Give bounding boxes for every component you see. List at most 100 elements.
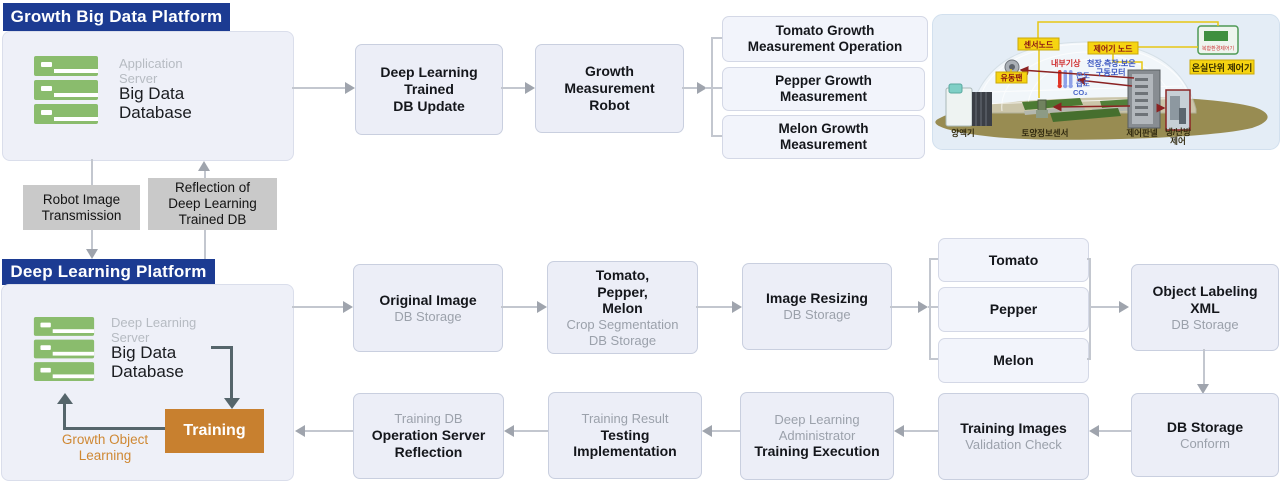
deep-learning-server-label: Deep Learning Server	[111, 315, 197, 345]
testing-subtitle: Training Result	[581, 410, 669, 426]
image-resizing-subtitle: DB Storage	[783, 307, 851, 323]
robot-image-transmission-label: Robot Image Transmission	[23, 185, 140, 230]
arrow-down-icon	[224, 398, 240, 409]
big-data-database-label: Big Data Database	[119, 84, 192, 123]
transfer-line	[91, 159, 93, 185]
arrow-right-icon	[537, 301, 547, 313]
flow-fan-icon	[1004, 59, 1020, 75]
arrow-right-icon	[918, 301, 928, 313]
flow-line	[514, 430, 548, 432]
flow-line	[682, 87, 697, 89]
branch-line	[705, 87, 722, 89]
melon-measurement-box: Melon Growth Measurement	[722, 115, 925, 159]
yellow-tags: 센서노드 제어기 노드 유동팬 온실단위 제어기	[995, 37, 1255, 84]
hvac-photo	[1165, 89, 1191, 131]
flow-line	[1203, 349, 1205, 385]
growth-platform-header: Growth Big Data Platform	[3, 3, 230, 31]
big-data-database-label: Big Data Database	[111, 343, 184, 382]
controller-node-tag: 제어기 노드	[1093, 44, 1133, 54]
flow-fan-tag: 유동팬	[1000, 73, 1022, 83]
hvac-label-line1: 냉/난방	[1165, 127, 1191, 137]
motor-label-line2: 구동모터	[1096, 67, 1125, 77]
growth-object-learning-label: Growth Object Learning	[61, 432, 149, 464]
unit-controller-device: 복합환경제어기	[1197, 25, 1239, 55]
deep-learning-platform-header: Deep Learning Platform	[2, 259, 215, 285]
motor-label-line1: 천장.측장.보온	[1087, 58, 1136, 68]
training-images-subtitle: Validation Check	[965, 437, 1062, 453]
tomato-measurement-label: Tomato Growth Measurement Operation	[747, 22, 903, 54]
original-image-subtitle: DB Storage	[394, 308, 462, 324]
object-labeling-box: Object Labeling XML DB Storage	[1131, 264, 1279, 351]
measurement-robot-box: Growth Measurement Robot	[535, 44, 684, 133]
flow-line	[501, 87, 525, 89]
testing-title: Testing Implementation	[573, 426, 677, 460]
greenhouse-illustration: 복합환경제어기 센서노드 제어기 노드 유동팬 온실단위 제어기 내부기상 천장…	[932, 14, 1280, 150]
branch-line	[1087, 358, 1091, 360]
soil-sensor-icon	[1036, 99, 1048, 118]
db-update-box: Deep Learning Trained DB Update	[355, 44, 503, 135]
pepper-box: Pepper	[938, 287, 1089, 332]
tomato-measurement-box: Tomato Growth Measurement Operation	[722, 16, 928, 62]
transfer-line	[204, 230, 206, 259]
db-storage-conform-box: DB Storage Conform	[1131, 393, 1279, 477]
application-server-label: Application Server	[119, 56, 183, 86]
db-storage-conform-subtitle: Conform	[1180, 435, 1230, 451]
training-loop-line	[63, 427, 165, 430]
training-images-box: Training Images Validation Check	[938, 393, 1089, 480]
control-arrows	[1019, 66, 1166, 113]
measurement-robot-label: Growth Measurement Robot	[564, 63, 655, 113]
flow-line	[501, 306, 537, 308]
crop-segmentation-box: Tomato, Pepper, Melon Crop Segmentation …	[547, 261, 698, 354]
arrow-left-icon	[702, 425, 712, 437]
nutrient-machine	[945, 83, 992, 127]
arrow-right-icon	[525, 82, 535, 94]
reflection-title: Operation Server Reflection	[371, 427, 486, 460]
image-resizing-box: Image Resizing DB Storage	[742, 263, 892, 350]
arrow-up-icon	[57, 393, 73, 404]
flow-line	[904, 430, 938, 432]
transfer-line	[91, 230, 93, 250]
original-image-title: Original Image	[379, 291, 477, 308]
indoor-weather-label: 내부기상	[1051, 58, 1081, 68]
control-panel-label: 제어판넬	[1126, 128, 1157, 138]
crop-segmentation-subtitle: Crop Segmentation DB Storage	[566, 317, 679, 348]
arrow-right-icon	[732, 301, 742, 313]
object-labeling-title: Object Labeling XML	[1152, 282, 1258, 316]
flow-line	[305, 430, 353, 432]
branch-line	[1089, 259, 1091, 359]
arrow-right-icon	[345, 82, 355, 94]
arrow-right-icon	[1119, 301, 1129, 313]
branch-line	[929, 258, 938, 260]
training-loop-line	[211, 346, 233, 349]
arrow-left-icon	[295, 425, 305, 437]
branch-line	[711, 135, 722, 137]
annotation-texts: 내부기상 천장.측장.보온 구동모터 온도 습도 CO₂	[1051, 58, 1136, 97]
sensor-connector-lines	[1010, 21, 1219, 98]
reflection-trained-db-label: Reflection of Deep Learning Trained DB	[148, 178, 277, 230]
branch-line	[928, 306, 938, 308]
tomato-box: Tomato	[938, 238, 1089, 282]
melon-measurement-label: Melon Growth Measurement	[778, 120, 869, 152]
pepper-label: Pepper	[989, 301, 1038, 318]
melon-box: Melon	[938, 338, 1089, 383]
branch-line	[929, 259, 931, 359]
control-panel-icon	[1127, 69, 1161, 129]
reflection-subtitle: Training DB	[394, 411, 463, 427]
object-labeling-subtitle: DB Storage	[1171, 316, 1239, 332]
transfer-line	[204, 171, 206, 178]
branch-line	[711, 37, 722, 39]
server-stack-icon	[33, 317, 95, 381]
arrow-up-icon	[198, 161, 210, 171]
image-resizing-title: Image Resizing	[766, 290, 868, 307]
testing-implementation-box: Training Result Testing Implementation	[548, 392, 702, 479]
tomato-label: Tomato	[988, 251, 1039, 268]
humidity-label: 습도	[1076, 78, 1090, 88]
ground-labels: 양액기 토양정보센서 제어판넬 냉/난방 제어	[951, 127, 1191, 146]
arrow-left-icon	[1089, 425, 1099, 437]
training-execution-box: Deep Learning Administrator Training Exe…	[740, 392, 894, 480]
temperature-label: 온도	[1076, 71, 1090, 80]
hvac-label-line2: 제어	[1170, 136, 1186, 146]
operation-server-reflection-box: Training DB Operation Server Reflection	[353, 393, 504, 479]
training-loop-line	[230, 346, 233, 399]
